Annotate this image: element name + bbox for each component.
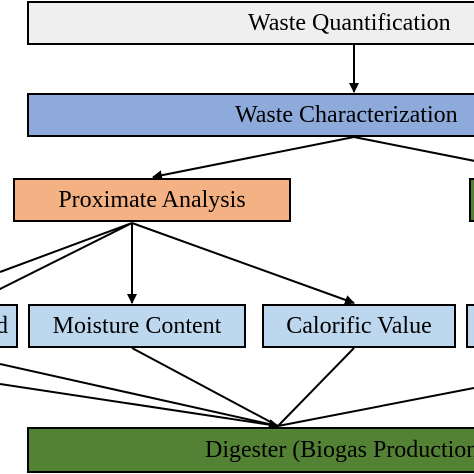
arrow-left-to-digester-2 (0, 383, 279, 427)
waste-quantification-label: Waste Quantification (248, 10, 451, 36)
arrow-left-to-digester (0, 363, 279, 429)
waste-characterization-node: Waste Characterization (27, 93, 474, 137)
moisture-content-label: Moisture Content (52, 313, 222, 339)
left-parameter-label-partial: d (0, 314, 8, 338)
arrow-proximate-to-left-branch-2 (0, 222, 133, 273)
right-analysis-node-partial (469, 178, 474, 222)
arrow-proximate-to-calorific (131, 222, 355, 305)
arrow-calorific-to-digester (277, 347, 355, 427)
waste-quantification-node: Waste Quantification (27, 1, 474, 45)
arrow-right-to-digester (277, 387, 474, 427)
arrow-moisture-to-digester (131, 347, 279, 427)
digester-label: Digester (Biogas Production) (205, 437, 474, 463)
arrow-characterization-to-right (353, 136, 474, 162)
calorific-value-node: Calorific Value (262, 304, 456, 348)
calorific-value-label: Calorific Value (286, 313, 432, 339)
digester-node: Digester (Biogas Production) (27, 427, 474, 473)
proximate-analysis-node: Proximate Analysis (13, 178, 291, 222)
arrow-proximate-to-left-branch (0, 222, 133, 291)
right-parameter-node-partial (466, 304, 474, 348)
arrow-characterization-to-proximate (152, 136, 355, 181)
moisture-content-node: Moisture Content (28, 304, 246, 348)
left-parameter-node-partial: d (0, 304, 18, 348)
proximate-analysis-label: Proximate Analysis (58, 187, 246, 213)
waste-characterization-label: Waste Characterization (235, 102, 458, 128)
